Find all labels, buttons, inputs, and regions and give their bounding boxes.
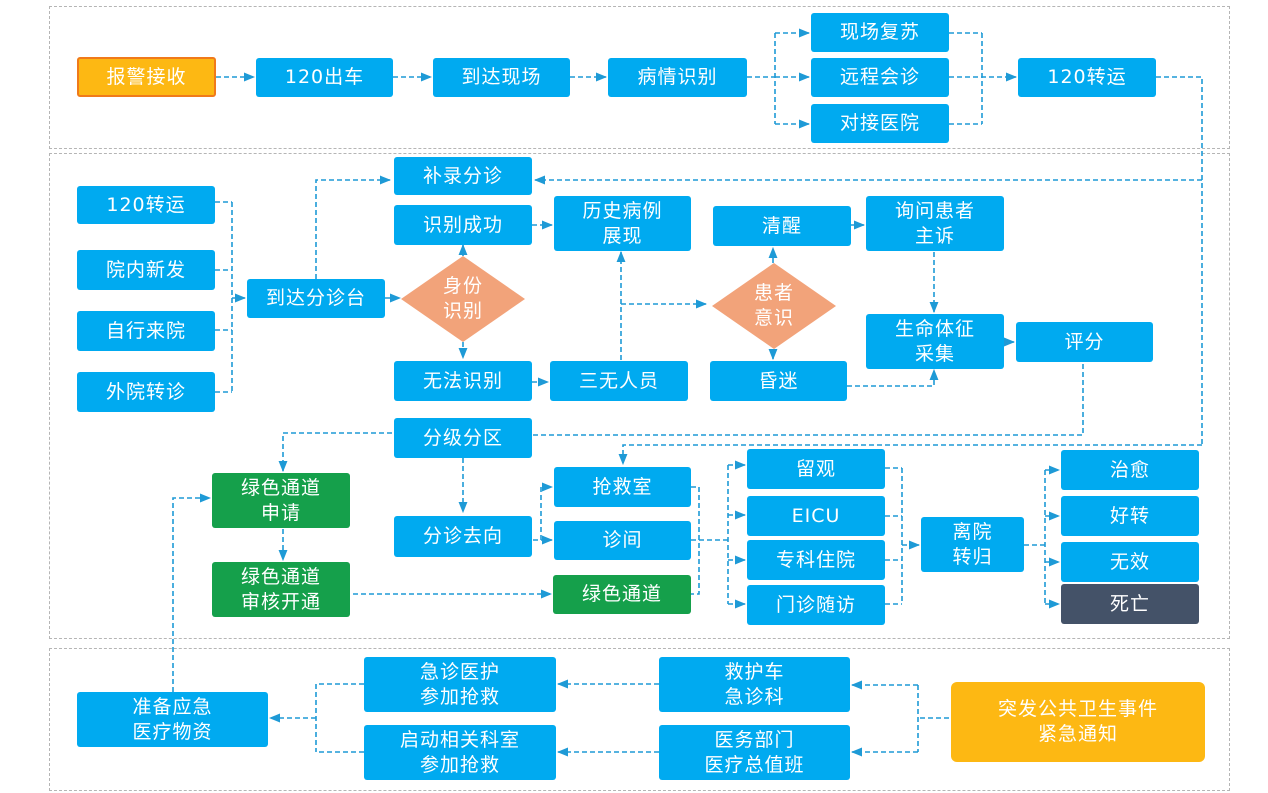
transport-120-top-node[interactable]: 120转运	[1018, 58, 1156, 97]
onsite-resuscitation-node[interactable]: 现场复苏	[811, 13, 949, 52]
conscious-awake-node[interactable]: 清醒	[713, 206, 851, 246]
outpatient-followup-node[interactable]: 门诊随访	[747, 585, 885, 625]
source-walk-in-node[interactable]: 自行来院	[77, 311, 215, 351]
emergency-supplies-node[interactable]: 准备应急 医疗物资	[77, 692, 268, 747]
score-node[interactable]: 评分	[1016, 322, 1153, 362]
green-channel-approve-node[interactable]: 绿色通道 审核开通	[212, 562, 350, 617]
identify-success-node[interactable]: 识别成功	[394, 205, 532, 245]
identity-check-label: 身份 识别	[442, 275, 483, 322]
outcome-ineffective-node[interactable]: 无效	[1061, 542, 1199, 582]
source-120-transport-node[interactable]: 120转运	[77, 186, 215, 224]
ambulance-dispatch-node[interactable]: 120出车	[256, 58, 393, 97]
vital-signs-node[interactable]: 生命体征 采集	[866, 314, 1004, 369]
history-records-node[interactable]: 历史病例 展现	[554, 196, 691, 251]
identity-check-diamond[interactable]: 身份 识别	[401, 256, 525, 342]
eicu-node[interactable]: EICU	[747, 496, 885, 536]
supplement-triage-node[interactable]: 补录分诊	[394, 157, 532, 195]
discharge-outcome-node[interactable]: 离院 转归	[921, 517, 1024, 572]
remote-consultation-node[interactable]: 远程会诊	[811, 58, 949, 97]
outcome-improved-node[interactable]: 好转	[1061, 496, 1199, 536]
alarm-receive-node[interactable]: 报警接收	[77, 57, 216, 97]
condition-identify-node[interactable]: 病情识别	[608, 58, 747, 97]
related-departments-node[interactable]: 启动相关科室 参加抢救	[364, 725, 556, 780]
grading-zoning-node[interactable]: 分级分区	[394, 418, 532, 458]
observation-node[interactable]: 留观	[747, 449, 885, 489]
consciousness-check-label: 患者 意识	[753, 282, 794, 329]
ambulance-er-node[interactable]: 救护车 急诊科	[659, 657, 850, 712]
dock-hospital-node[interactable]: 对接医院	[811, 104, 949, 143]
public-health-event-section	[49, 648, 1230, 791]
unidentified-persons-node[interactable]: 三无人员	[550, 361, 688, 401]
public-health-emergency-notice-node[interactable]: 突发公共卫生事件 紧急通知	[951, 682, 1205, 762]
green-channel-node[interactable]: 绿色通道	[553, 575, 691, 614]
identify-fail-node[interactable]: 无法识别	[394, 361, 532, 401]
source-inhospital-node[interactable]: 院内新发	[77, 250, 215, 290]
outcome-cured-node[interactable]: 治愈	[1061, 450, 1199, 490]
consciousness-check-diamond[interactable]: 患者 意识	[712, 263, 836, 349]
outcome-death-node[interactable]: 死亡	[1061, 584, 1199, 624]
source-referral-node[interactable]: 外院转诊	[77, 372, 215, 412]
coma-node[interactable]: 昏迷	[710, 361, 847, 401]
er-staff-rescue-node[interactable]: 急诊医护 参加抢救	[364, 657, 556, 712]
green-channel-apply-node[interactable]: 绿色通道 申请	[212, 473, 350, 528]
triage-desk-node[interactable]: 到达分诊台	[247, 279, 385, 318]
rescue-room-node[interactable]: 抢救室	[554, 467, 691, 507]
specialist-inpatient-node[interactable]: 专科住院	[747, 540, 885, 580]
arrive-scene-node[interactable]: 到达现场	[433, 58, 570, 97]
prehospital-section	[49, 6, 1230, 149]
ask-complaint-node[interactable]: 询问患者 主诉	[866, 196, 1004, 251]
inhospital-section	[49, 153, 1230, 639]
medical-affairs-node[interactable]: 医务部门 医疗总值班	[659, 725, 850, 780]
triage-destination-node[interactable]: 分诊去向	[394, 516, 532, 557]
clinic-room-node[interactable]: 诊间	[554, 521, 691, 560]
